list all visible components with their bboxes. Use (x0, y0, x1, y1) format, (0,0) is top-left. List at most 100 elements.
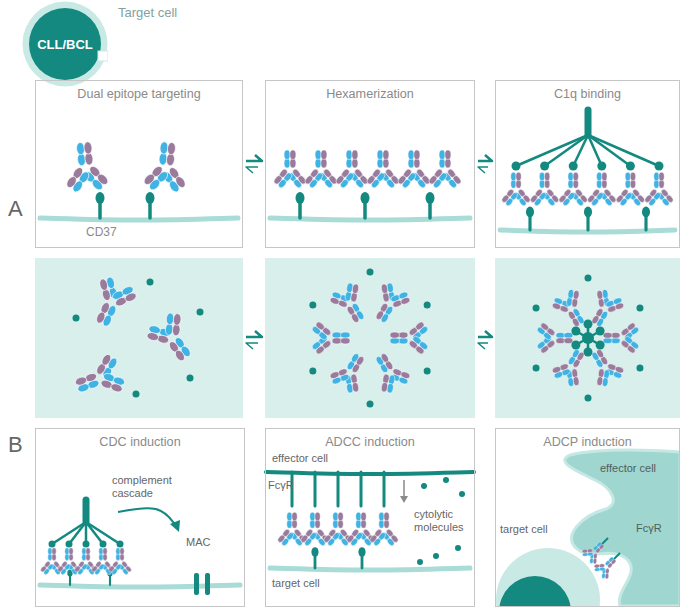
art-shape (173, 344, 192, 362)
art-shape (335, 174, 350, 189)
art-shape (352, 158, 358, 168)
art-shape (315, 150, 321, 160)
art-shape (124, 291, 138, 303)
art-shape (304, 174, 315, 185)
art-shape (172, 324, 181, 336)
annotation-label: complement cascade (112, 474, 192, 499)
art-shape (585, 110, 592, 135)
art-shape (383, 150, 389, 160)
art-shape (655, 162, 664, 171)
art-shape (614, 366, 624, 374)
antibody (335, 150, 370, 189)
art-shape (594, 564, 600, 568)
art-shape (338, 512, 343, 520)
art-shape (575, 194, 588, 207)
art-shape (98, 278, 108, 291)
antibody (82, 271, 142, 333)
art-shape (602, 172, 607, 180)
art-shape (495, 258, 680, 418)
forward-harpoon (246, 155, 262, 161)
art-shape (556, 338, 565, 344)
art-shape (69, 576, 71, 585)
art-shape (358, 547, 365, 557)
art-shape (414, 158, 420, 168)
art-shape (426, 192, 435, 204)
art-shape (300, 534, 310, 544)
art-shape (333, 512, 338, 520)
art-shape (597, 172, 608, 180)
art-shape (315, 158, 321, 168)
art-shape (292, 520, 297, 528)
art-shape (341, 332, 351, 344)
art-shape (323, 534, 333, 544)
art-shape (379, 512, 384, 520)
art-shape (516, 135, 588, 166)
art-shape (110, 376, 126, 394)
art-shape (48, 548, 52, 555)
art-shape (108, 565, 119, 576)
art-shape (408, 150, 420, 160)
complement-dot (417, 559, 423, 565)
art-shape (598, 544, 605, 551)
panel-title: ADCP induction (496, 429, 679, 449)
art-shape (83, 500, 90, 522)
art-shape (608, 556, 617, 565)
art-shape (329, 296, 340, 305)
art-shape (350, 310, 365, 324)
art-shape (478, 331, 492, 337)
art-shape (539, 172, 550, 180)
annotation-label: target cell (500, 523, 548, 536)
art-shape (536, 340, 550, 354)
art-shape (528, 217, 531, 231)
art-shape (146, 192, 155, 204)
art-shape (329, 371, 340, 380)
antibody (558, 172, 589, 207)
art-shape (76, 142, 85, 155)
art-shape (398, 291, 411, 305)
art-shape (545, 135, 588, 166)
art-shape (86, 548, 90, 555)
art-shape (273, 174, 288, 189)
art-shape (582, 549, 588, 556)
art-shape (99, 554, 103, 561)
art-shape (366, 174, 377, 185)
art-shape (512, 162, 521, 171)
antibody (61, 140, 110, 195)
panel-art (496, 450, 679, 606)
complement-dot (367, 401, 374, 408)
art-shape (551, 297, 563, 311)
art-shape (265, 258, 475, 418)
art-shape (511, 172, 516, 180)
art-shape (611, 332, 620, 343)
art-shape (439, 158, 445, 168)
art-shape (597, 180, 602, 188)
art-shape (377, 150, 389, 160)
art-shape (597, 180, 608, 188)
panel-art (500, 110, 675, 232)
art-shape (625, 172, 636, 180)
art-shape (582, 332, 594, 344)
cell-heading: Target cell (118, 5, 177, 20)
art-shape (69, 522, 86, 544)
complement-dot (585, 275, 592, 282)
art-shape (380, 352, 390, 363)
art-shape (277, 534, 290, 547)
art-shape (246, 343, 258, 349)
antibody (536, 322, 573, 355)
art-shape (350, 312, 360, 323)
art-shape (86, 522, 120, 544)
art-shape (341, 332, 351, 338)
complement-dot (309, 368, 316, 375)
art-shape (414, 345, 425, 356)
art-shape (377, 150, 383, 160)
art-shape (564, 332, 573, 338)
art-shape (48, 554, 56, 561)
art-shape (390, 534, 400, 544)
complement-dot (636, 365, 643, 372)
art-shape (74, 565, 85, 576)
art-shape (108, 565, 116, 573)
art-shape (384, 520, 389, 528)
art-shape (116, 548, 124, 555)
art-shape (117, 541, 124, 548)
art-shape (558, 194, 571, 207)
